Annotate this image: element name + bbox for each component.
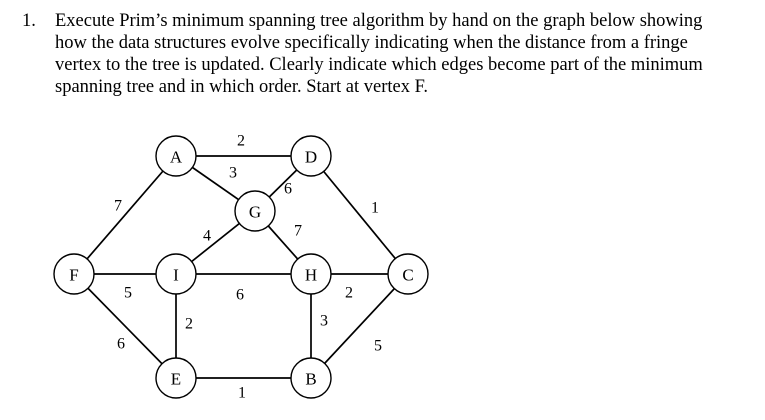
node-label: F [69,266,78,285]
node-circle [155,135,197,177]
edge-weight-h-b: 3 [320,313,328,330]
node-label: E [171,370,181,389]
node-circle [290,135,332,177]
edge-f-e [73,273,177,379]
node-circle [53,253,95,295]
edge-weight-a-g: 3 [229,165,237,182]
node-circle [290,357,332,399]
edge-weight-b-c: 5 [374,338,382,355]
edge-weight-e-b: 1 [238,385,246,402]
node-label: A [170,148,183,167]
question-line: how the data structures evolve specifica… [55,33,688,53]
node-label: H [305,266,317,285]
edge-weight-d-g: 6 [284,181,292,198]
edge-weight-h-c: 2 [345,285,353,302]
edge-weight-g-h: 7 [294,223,302,240]
node-circle [290,253,332,295]
question-text: Execute Prim’s minimum spanning tree alg… [55,10,760,98]
node-circle [387,253,429,295]
question-line: vertex to the tree is updated. Clearly i… [55,55,703,75]
edge-weight-i-e: 2 [185,316,193,333]
node-f: F [53,253,95,295]
edge-weight-a-d: 2 [237,133,245,150]
node-label: D [305,148,317,167]
node-label: C [402,266,413,285]
edge-d-c [310,155,409,275]
node-d: D [290,135,332,177]
question-line: spanning tree and in which order. Start … [55,77,429,97]
node-i: I [155,253,197,295]
node-label: B [305,370,316,389]
node-b: B [290,357,332,399]
edge-b-c [310,273,409,379]
node-circle [234,190,276,232]
node-circle [155,357,197,399]
node-a: A [155,135,197,177]
node-circle [155,253,197,295]
node-e: E [155,357,197,399]
node-label: G [249,203,261,222]
question-number: 1. [22,11,36,31]
edge-weight-a-f: 7 [114,198,122,215]
edge-a-f [73,155,177,275]
node-g: G [234,190,276,232]
edge-weight-i-h: 6 [236,287,244,304]
edge-weight-i-g: 4 [203,228,211,245]
edge-weight-d-c: 1 [371,200,379,217]
node-h: H [290,253,332,295]
node-label: I [173,266,179,285]
edge-weight-f-i: 5 [124,285,132,302]
question-line: Execute Prim’s minimum spanning tree alg… [55,11,703,31]
node-c: C [387,253,429,295]
edge-weight-f-e: 6 [117,336,125,353]
